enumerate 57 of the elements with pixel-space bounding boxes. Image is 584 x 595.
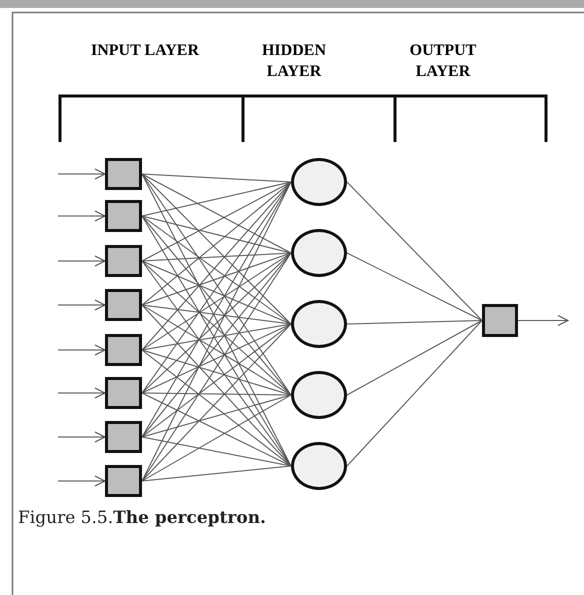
- neuron-square: [105, 334, 142, 366]
- connection-line: [142, 174, 292, 182]
- connection-line: [142, 182, 292, 306]
- connection-line: [142, 252, 292, 262]
- connection-line: [142, 324, 292, 350]
- arrow: [58, 475, 106, 487]
- connection-line: [142, 304, 292, 324]
- connection-line: [346, 320, 482, 396]
- neuron-square: [105, 377, 142, 409]
- connection-line: [346, 320, 482, 324]
- neuron-square: [105, 158, 142, 190]
- connection-line: [142, 252, 292, 350]
- arrow: [518, 314, 569, 326]
- connection-line: [142, 260, 292, 324]
- arrow: [58, 299, 106, 311]
- connection-line: [142, 174, 292, 324]
- connection-line: [142, 324, 292, 394]
- neuron-square: [105, 421, 142, 453]
- connection-line: [142, 182, 292, 350]
- connection-line: [142, 216, 292, 254]
- connection-line: [142, 174, 292, 254]
- layer-label: HIDDEN LAYER: [260, 41, 327, 82]
- arrow: [58, 168, 106, 180]
- connection-line: [346, 252, 482, 321]
- neuron-square: [105, 245, 142, 277]
- arrow: [58, 210, 106, 222]
- connection-line: [346, 182, 482, 321]
- neuron-square: [482, 304, 518, 337]
- layer-label: INPUT LAYER: [90, 41, 200, 61]
- figure-caption: Figure 5.5.The perceptron.: [18, 508, 266, 528]
- arrow: [58, 431, 106, 443]
- connection-line: [142, 216, 292, 324]
- connection-line: [142, 394, 292, 438]
- connection-line: [142, 466, 292, 482]
- arrow: [58, 387, 106, 399]
- connection-line: [142, 304, 292, 396]
- connection-line: [142, 252, 292, 438]
- neuron-square: [105, 465, 142, 497]
- connection-line: [142, 436, 292, 466]
- connection-line: [142, 324, 292, 482]
- connection-line: [142, 324, 292, 438]
- layer-label: OUTPUT LAYER: [408, 41, 478, 82]
- neuron-square: [105, 289, 142, 321]
- connection-line: [142, 350, 292, 466]
- connection-line: [142, 394, 292, 482]
- connection-line: [142, 252, 292, 306]
- connection-line: [142, 182, 292, 262]
- connection-line: [346, 320, 482, 466]
- connection-line: [142, 392, 292, 466]
- arrow: [58, 344, 106, 356]
- connection-line: [142, 216, 292, 396]
- neuron-square: [105, 200, 142, 232]
- connection-line: [142, 350, 292, 396]
- connection-line: [142, 182, 292, 216]
- connection-line: [142, 392, 292, 396]
- arrow: [58, 255, 106, 267]
- connection-line: [142, 304, 292, 466]
